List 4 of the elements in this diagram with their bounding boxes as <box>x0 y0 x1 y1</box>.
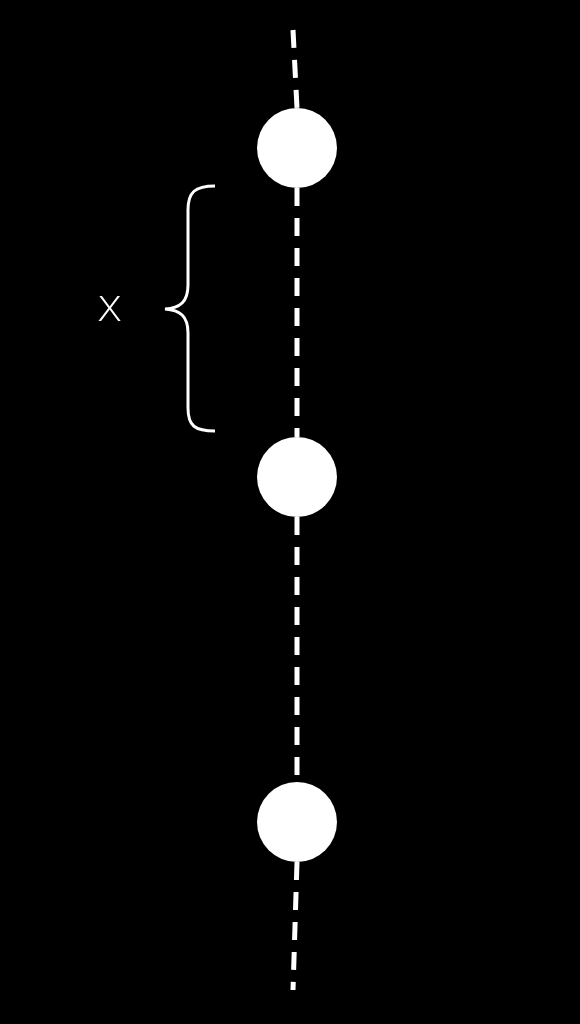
dashed-line <box>290 861 300 991</box>
brace-label: x <box>96 282 124 328</box>
dashed-line <box>290 29 300 109</box>
dashed-line <box>294 188 300 437</box>
